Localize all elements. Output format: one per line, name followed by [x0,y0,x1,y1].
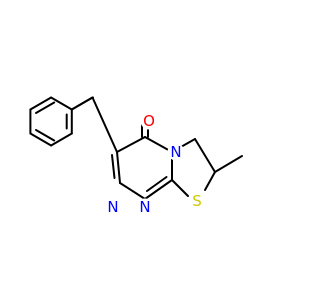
bond [70,96,94,111]
nitrogen-label: N [170,143,181,161]
bond [29,96,53,111]
bond [29,132,53,147]
bond [116,136,146,153]
label-halos [104,112,206,216]
bond [116,151,121,184]
phenyl-ring [29,96,94,147]
thiazolidine-ring [171,138,216,197]
bond [119,182,146,200]
atom-labels: O N N N S [107,112,201,216]
bond [50,132,73,147]
bond [194,138,216,173]
bond [35,129,56,142]
label-halo [188,192,206,210]
bond [50,96,73,111]
bond [111,154,116,179]
bond [91,96,118,153]
nitrogen-label: N [107,198,118,216]
bond [214,155,243,173]
structure-diagram: O N N N S [29,96,243,216]
oxygen-label: O [143,112,155,130]
label-halo [104,198,122,216]
label-halo [167,143,185,161]
nitrogen-label: N [139,198,150,216]
bond [35,101,56,114]
bond [144,136,173,153]
bond [144,179,173,200]
triazinone-ring [91,96,173,200]
bond [171,179,189,197]
bond [204,171,216,191]
bond [146,176,168,192]
sulfur-label: S [192,192,202,210]
label-halo [140,112,158,130]
label-halo [136,198,154,216]
